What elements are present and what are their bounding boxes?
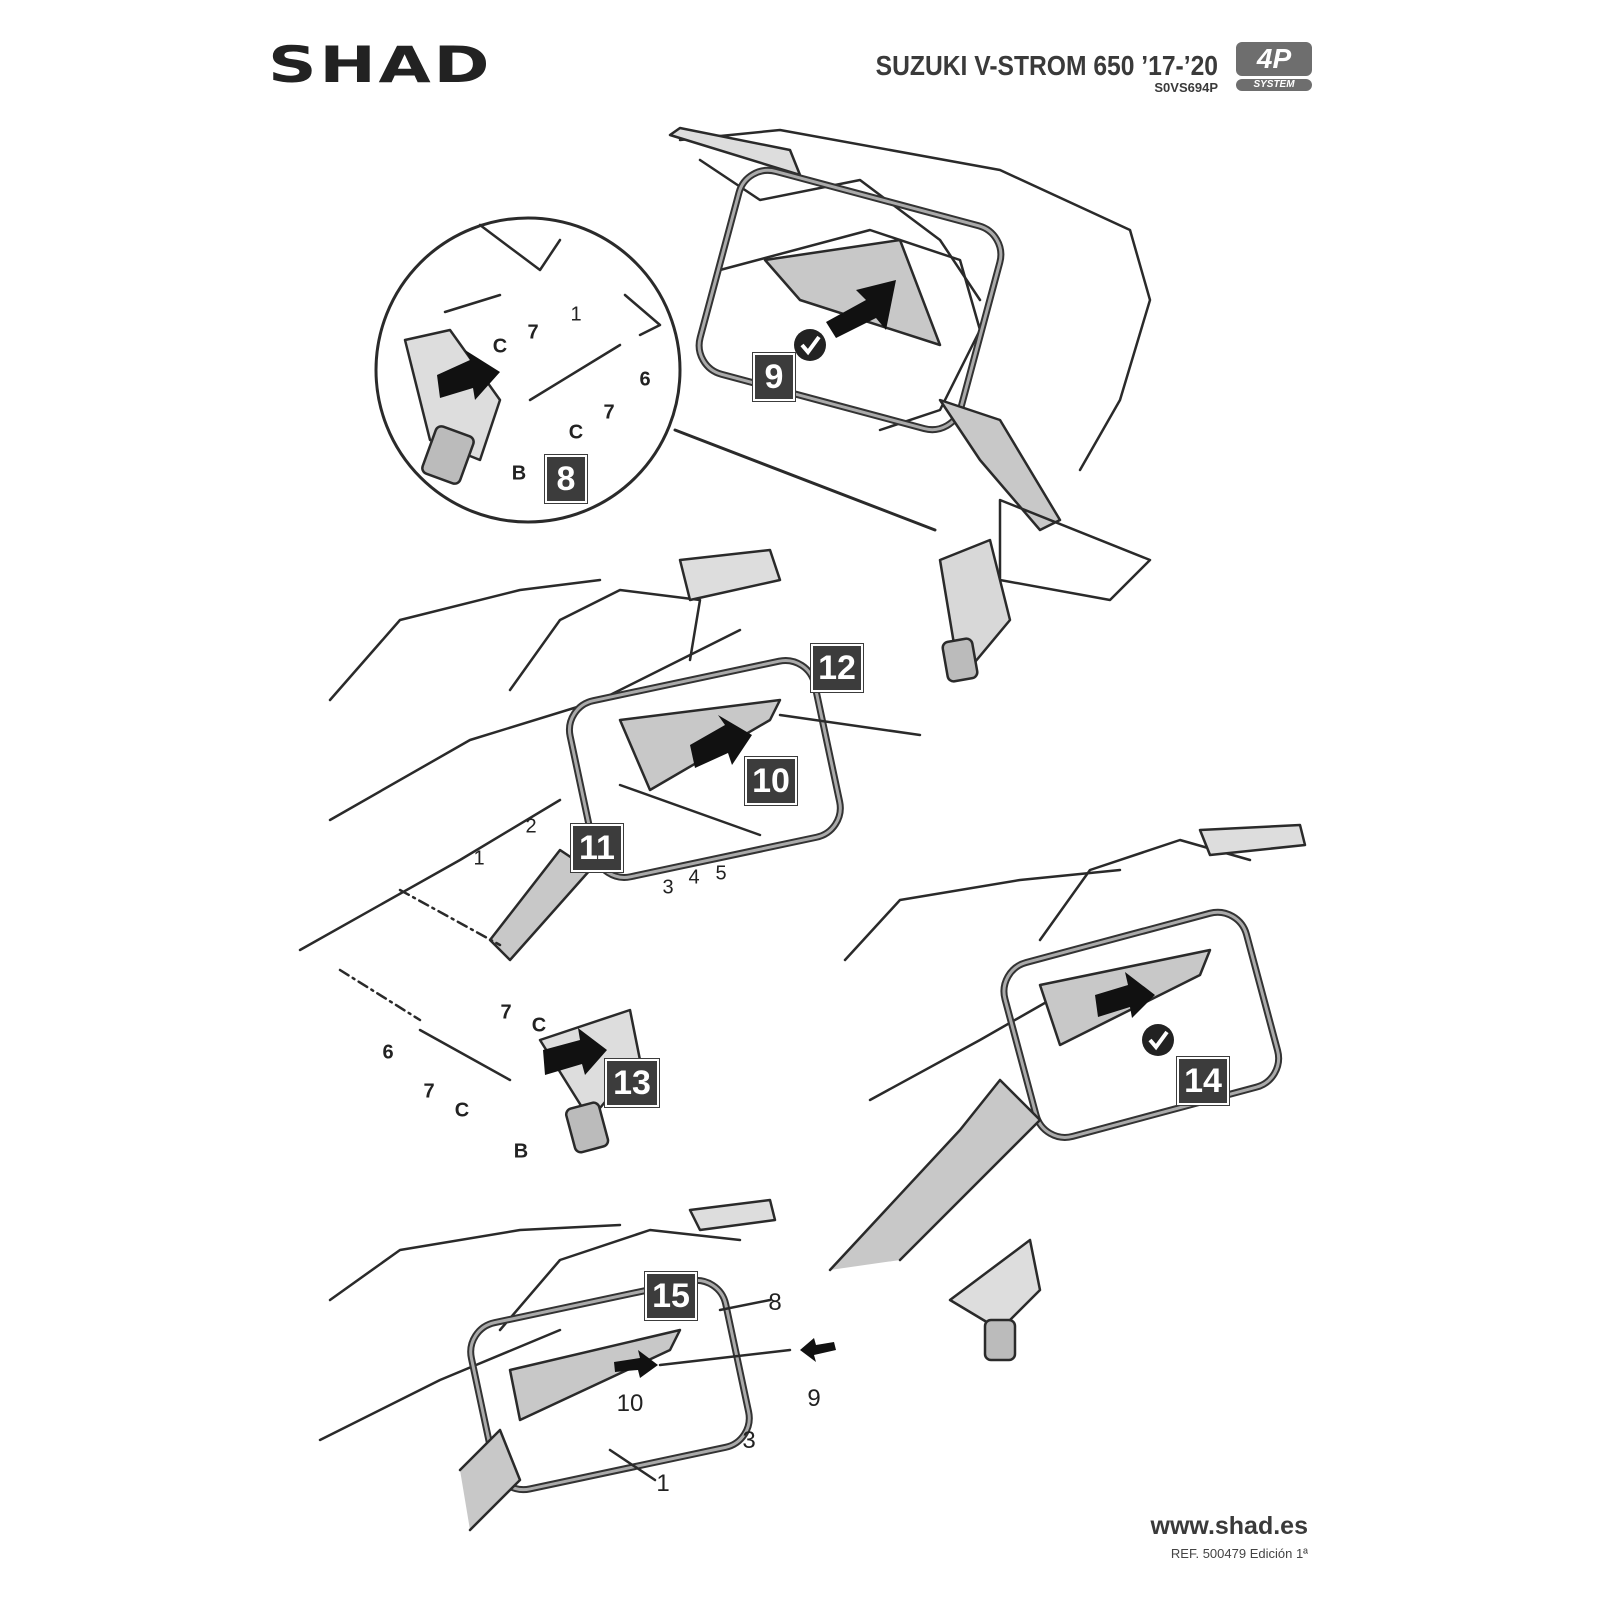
part-label: C [454,1099,470,1122]
step-15-drawing [318,1198,792,1532]
part-label: C [492,335,508,358]
part-label: 8 [768,1289,782,1316]
part-label: B [511,462,527,485]
part-label: 9 [807,1385,821,1412]
model-title: SUZUKI V-STROM 650 ’17-’20 [875,50,1218,81]
document-reference: REF. 500479 Edición 1ª [1170,1546,1308,1561]
part-label: 1 [656,1470,670,1497]
part-label: 3 [662,876,674,899]
badge-sub: SYSTEM [1236,79,1312,91]
part-label: 2 [525,815,537,838]
part-label: 5 [715,862,727,885]
step-14-drawing [828,823,1307,1362]
part-label: 6 [639,368,651,391]
step-badge-15: 15 [644,1271,698,1321]
part-label: 7 [500,1001,512,1024]
part-label: 7 [527,321,539,344]
part-label: C [568,421,584,444]
step-badge-13: 13 [604,1058,660,1108]
part-label: 1 [570,303,582,326]
check-circle-icon [1142,1024,1174,1056]
part-label: 1 [473,847,485,870]
part-label: C [531,1014,547,1037]
4p-system-badge: 4P SYSTEM [1236,42,1312,92]
badge-main: 4P [1236,42,1312,76]
step-badge-12: 12 [810,643,864,693]
part-label: B [513,1140,529,1163]
part-label: 7 [603,401,615,424]
part-label: 4 [688,866,700,889]
part-label: 3 [742,1427,756,1454]
step-badge-11: 11 [570,823,624,873]
check-circle-icon [794,329,826,361]
website-link[interactable]: www.shad.es [1150,1512,1308,1540]
part-label: 6 [382,1041,394,1064]
brand-logo: SHAD [268,36,493,94]
step-9-drawing [668,126,1152,683]
step-badge-8: 8 [544,454,588,504]
step-badge-9: 9 [752,352,796,402]
part-label: 10 [616,1390,644,1417]
step-badge-14: 14 [1176,1056,1230,1106]
product-reference: S0VS694P [1154,80,1218,95]
part-label: 7 [423,1080,435,1103]
step-badge-10: 10 [744,756,798,806]
step-8-drawing [403,223,662,485]
